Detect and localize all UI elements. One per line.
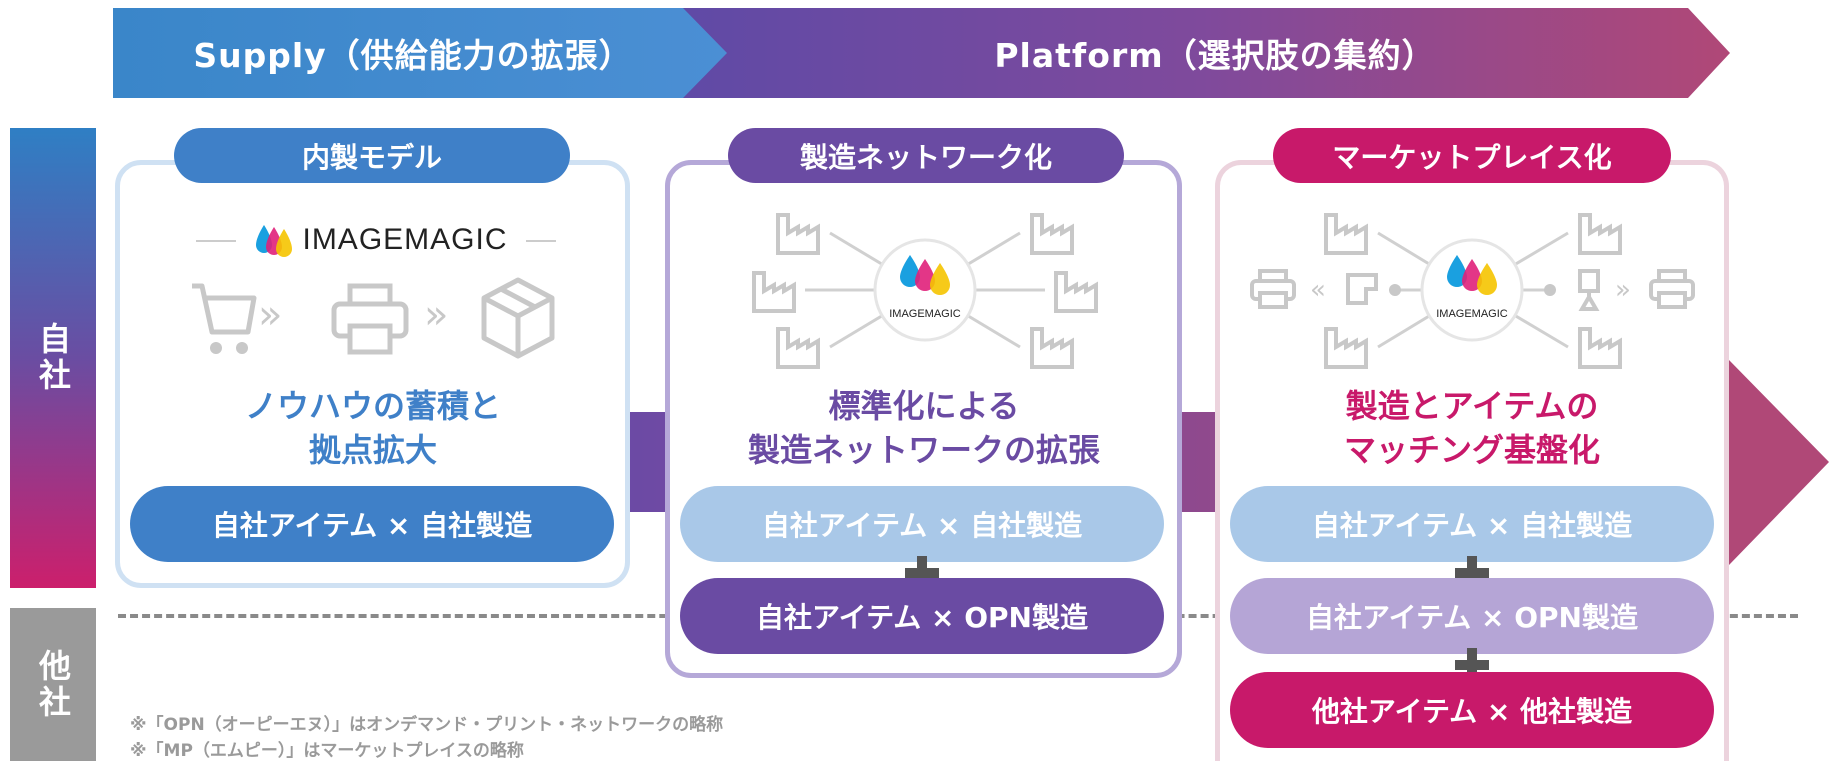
marketplace-diagram: « » IMAGEMAGIC [1250,213,1695,369]
plus-icon [905,556,939,590]
platform-banner-label: Platform（選択肢の集約） [994,36,1436,75]
combo-other-item-other-manufacture: 他社アイテム × 他社製造 [1230,672,1714,748]
phase-banner [113,8,1730,98]
chevron-right-icon: » [424,292,449,338]
supply-banner-label: Supply（供給能力の拡張） [193,36,633,75]
cart-icon [192,283,257,354]
logo-text: IMAGEMAGIC [302,223,508,256]
own-company-text: 自社 [34,322,72,394]
panel-1-header: 内製モデル [174,128,570,183]
footnote-mp: ※「MP（エムピー）」はマーケットプレイスの略称 [130,741,524,761]
combo-own-item-opn-manufacture: 自社アイテム × OPN製造 [1230,578,1714,654]
network-logo-text: IMAGEMAGIC [889,308,961,320]
combo-own-item-own-manufacture: 自社アイテム × 自社製造 [130,486,614,562]
other-company-text: 他社 [34,648,72,721]
box-icon [481,277,555,359]
ink-drops-icon [256,225,293,257]
plus-icon [1455,648,1489,682]
panel-1-headline-line-2: 拠点拡大 [308,431,437,469]
panel-2-headline-line-2: 製造ネットワークの拡張 [747,431,1100,469]
svg-text:«: « [1310,275,1326,305]
chevron-right-icon: » [258,292,283,338]
network-diagram: IMAGEMAGIC [752,213,1098,369]
panel-3-header: マーケットプレイス化 [1273,128,1671,183]
panel-3-headline-line-2: マッチング基盤化 [1343,431,1600,469]
supply-banner-shape [113,8,727,98]
footnote-opn: ※「OPN（オーピーエヌ）」はオンデマンド・プリント・ネットワークの略称 [130,715,724,735]
marketplace-logo-text: IMAGEMAGIC [1436,308,1508,320]
panel-3-headline-line-1: 製造とアイテムの [1345,387,1599,425]
panel-2-headline-line-1: 標準化による [828,387,1020,425]
panel-2-header: 製造ネットワーク化 [728,128,1124,183]
imagemagic-logo: IMAGEMAGIC [236,216,526,264]
panel-1-headline-line-1: ノウハウの蓄積と [244,387,501,425]
svg-text:»: » [1615,275,1631,305]
own-company-side-label: 自社 [10,128,96,588]
combo-own-item-opn-manufacture: 自社アイテム × OPN製造 [680,578,1164,654]
plus-icon [1455,556,1489,590]
platform-banner-shape [673,8,1730,98]
combo-own-item-own-manufacture: 自社アイテム × 自社製造 [680,486,1164,562]
printer-icon [331,283,409,355]
combo-own-item-own-manufacture: 自社アイテム × 自社製造 [1230,486,1714,562]
other-company-side-label: 他社 [10,608,96,761]
